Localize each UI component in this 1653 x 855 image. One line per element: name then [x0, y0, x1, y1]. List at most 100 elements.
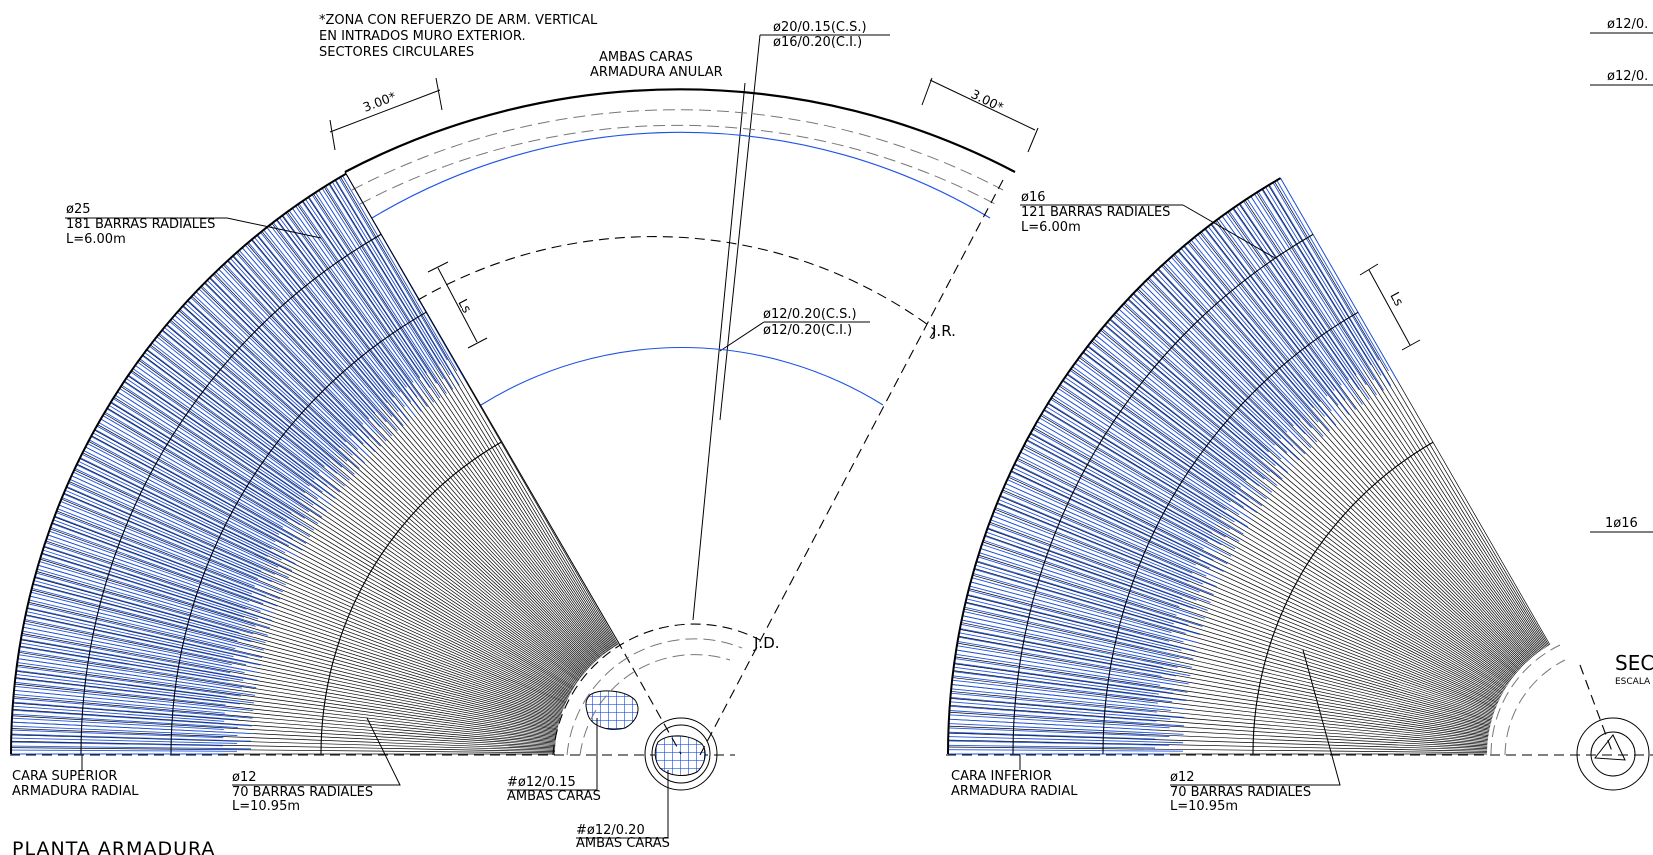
right-blue-bar [948, 740, 1170, 746]
right-radial-bar [1017, 458, 1501, 699]
left-radial-bar [66, 487, 566, 705]
right-blue-bar [968, 589, 1170, 642]
left-radial-bar [103, 413, 573, 691]
right-blue-bar [1139, 286, 1288, 433]
right-radial-bar [1100, 329, 1517, 674]
right-blue-bar [1067, 373, 1249, 501]
right-blue-bar [1228, 210, 1350, 381]
dim-left: 3.00* [361, 89, 398, 115]
left-radial-bar [43, 546, 562, 716]
left-blue-bar [128, 374, 327, 512]
left-blue-bar [342, 175, 458, 372]
right-blue-bar [1074, 362, 1255, 494]
left-blue-bar [51, 523, 278, 607]
right-blue-bar [950, 692, 1157, 713]
right-radial-bar [959, 629, 1490, 731]
left-blue-bar [12, 705, 225, 722]
right-blue-bar [1014, 463, 1214, 561]
left-blue-bar [154, 339, 333, 480]
left-blue-bar [69, 478, 289, 579]
left-radial-bar [178, 310, 587, 671]
left-radial-bar [56, 510, 564, 709]
right-blue-bar [981, 543, 1206, 619]
left-radial-bar [223, 264, 596, 663]
right-blue-bar [951, 688, 1172, 711]
left-blue-bar [305, 198, 441, 399]
left-blue-bar [85, 446, 300, 558]
left-radial-bar [45, 540, 562, 715]
left-blue-bar [137, 361, 310, 487]
left-blue-bar [215, 271, 364, 425]
right-blue-bar [1265, 186, 1382, 376]
right-radial-bar [994, 508, 1496, 708]
left-blue-bar [257, 234, 410, 422]
right-blue-bar [1043, 409, 1222, 518]
left-blue-bar [159, 333, 325, 467]
left-blue-bar [282, 214, 418, 398]
left-blue-bar [90, 436, 303, 551]
left-blue-bar [17, 662, 256, 696]
left-radial-bar [94, 429, 571, 694]
right-radial-bar [1083, 351, 1513, 679]
left-blue-bar [46, 538, 261, 612]
right-blue-bar [961, 619, 1192, 668]
right-blue-bar [953, 666, 1159, 695]
right-radial-bar [982, 541, 1494, 715]
right-blue-bar [1048, 402, 1249, 528]
right-blue-bar [975, 564, 1174, 625]
right-radial-bar [1147, 278, 1526, 665]
right-face-line2: ARMADURA RADIAL [951, 784, 1078, 799]
left-blue-bar [279, 217, 407, 388]
left-blue-bar [71, 475, 265, 565]
right-blue-bar [1007, 479, 1197, 566]
left-blue-bar [11, 717, 224, 730]
right-blue-bar [1024, 443, 1208, 542]
left-blue-bar [68, 482, 276, 575]
left-blue-bar [24, 618, 247, 666]
left-blue-bar [19, 646, 229, 682]
left-blue-bar [16, 670, 227, 698]
left-blue-bar [64, 489, 286, 586]
right-blue-bar [985, 531, 1208, 611]
left-blue-bar [53, 519, 253, 595]
right-blue-bar [1180, 248, 1325, 417]
left-radial-bar [187, 300, 589, 670]
left-blue-bar [22, 630, 245, 674]
left-blue-bar [30, 591, 264, 651]
right-blue-bar [983, 539, 1180, 608]
right-blue-bar [1055, 391, 1253, 521]
left-radial-bar [14, 683, 556, 742]
right-radial-bar [999, 495, 1497, 706]
right-radial-bar [963, 608, 1491, 727]
left-radial-bar [88, 441, 570, 696]
left-radial-bar [16, 670, 557, 739]
right-blue-bar [974, 568, 1201, 636]
right-blue-bar [1107, 321, 1276, 466]
right-blue-bar [1239, 203, 1357, 376]
left-radial-bar [12, 715, 556, 748]
right-blue-bar [1026, 440, 1222, 546]
left-plan-static-lines [10, 34, 1276, 839]
right-radial-bar [1157, 268, 1528, 663]
left-blue-bar [209, 277, 370, 439]
right-blue-bar [1010, 471, 1224, 572]
left-radial-bar [146, 349, 581, 679]
right-blue-bar [965, 602, 1168, 651]
right-blue-bar [979, 552, 1177, 616]
left-blue-bar [98, 422, 284, 528]
right-radial-bar [1172, 254, 1530, 660]
left-radial-bar [21, 633, 558, 732]
right-blue-bar [964, 606, 1194, 660]
mesh1-spec: #ø12/0.15 [507, 775, 576, 790]
right-blue-bar [948, 718, 1156, 731]
right-radial-bar [948, 746, 1488, 754]
right-radial-bar [976, 561, 1493, 718]
right-blue-bar [1204, 228, 1350, 415]
left-radial-bar [15, 677, 556, 740]
right-blue-bar [967, 594, 1196, 652]
left-ring [170, 311, 427, 755]
right-radial-bar [1216, 219, 1539, 654]
right-blue-bar [1187, 242, 1321, 403]
left-blue-bar [79, 457, 296, 565]
left-face-line1: CARA SUPERIOR [12, 769, 117, 784]
